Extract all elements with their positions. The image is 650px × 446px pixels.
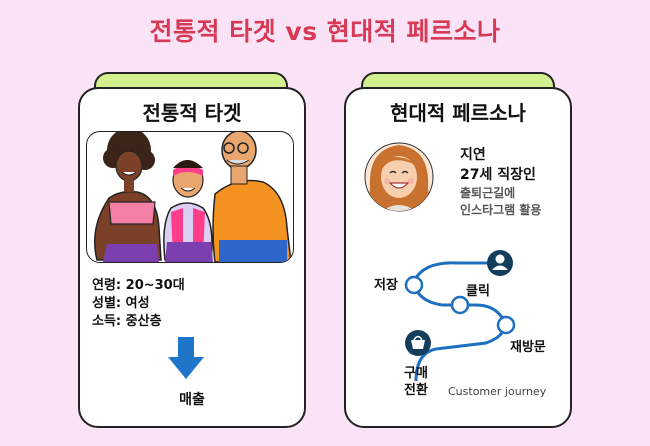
traditional-card-title: 전통적 타겟 — [142, 101, 242, 125]
sales-label: 매출 — [179, 392, 205, 408]
user-icon — [487, 250, 513, 276]
persona-desc-line-2: 인스타그램 활용 — [460, 203, 542, 217]
age-line: 연령: 20~30대 — [92, 278, 185, 293]
journey-caption: Customer journey — [448, 385, 547, 398]
traditional-target-card: 전통적 타겟 — [78, 87, 306, 428]
modern-persona-card: 현대적 페르소나 지연 27세 직장인 출퇴근길에 인스타그램 활용 — [344, 87, 572, 428]
customer-journey-diagram: 저장 클릭 재방문 구매 전환 Customer journey — [346, 239, 570, 409]
journey-node-save — [404, 275, 424, 295]
journey-node-revisit — [496, 315, 516, 335]
journey-step-click: 클릭 — [466, 284, 490, 299]
journey-path — [412, 261, 498, 282]
persona-profile: 지연 27세 직장인 출퇴근길에 인스타그램 활용 — [460, 145, 541, 219]
persona-age-job: 27세 직장인 — [460, 167, 536, 183]
page-title: 전통적 타겟 vs 현대적 페르소나 — [149, 17, 501, 46]
persona-desc-line-1: 출퇴근길에 — [460, 186, 516, 200]
gender-line: 성별: 여성 — [92, 296, 150, 311]
people-group-illustration — [86, 131, 294, 263]
income-line: 소득: 중산층 — [92, 314, 162, 329]
journey-step-revisit: 재방문 — [510, 340, 546, 355]
journey-step-purchase: 구매 전환 — [404, 366, 428, 398]
modern-card-title: 현대적 페르소나 — [390, 101, 526, 125]
target-demographics: 연령: 20~30대 성별: 여성 소득: 중산층 — [92, 277, 185, 331]
journey-node-click — [450, 295, 470, 315]
persona-name: 지연 — [460, 147, 486, 163]
journey-step-save: 저장 — [374, 278, 398, 293]
persona-avatar — [364, 137, 434, 217]
arrow-down-icon — [168, 337, 204, 383]
shopping-basket-icon — [405, 330, 431, 356]
